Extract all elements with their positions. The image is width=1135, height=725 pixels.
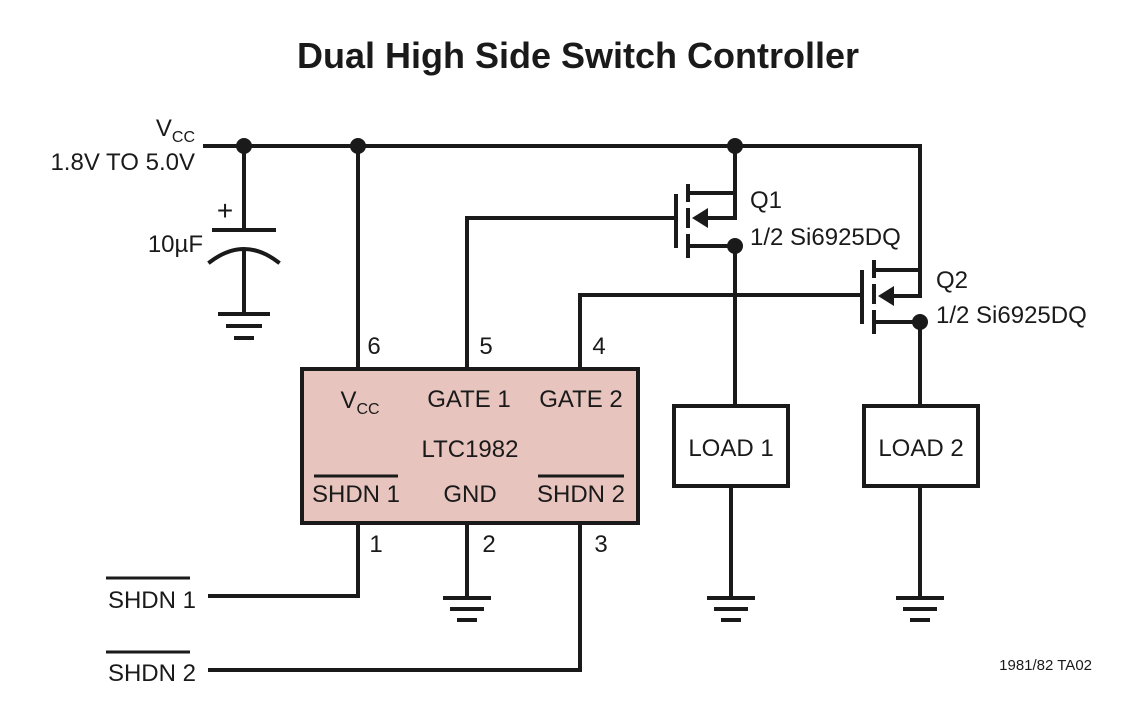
ic-gnd-ground: [443, 521, 491, 622]
ic-pin-gate1-label: GATE 1: [427, 386, 511, 413]
capacitor-plus-label: +: [217, 195, 233, 226]
pin-number-5: 5: [479, 333, 492, 360]
pin-number-4: 4: [592, 333, 605, 360]
ic-pin-shdn1-label: SHDN 1: [312, 481, 400, 508]
diagram-title: Dual High Side Switch Controller: [297, 35, 859, 76]
mosfet-q1: [674, 144, 743, 258]
pin-number-6: 6: [367, 333, 380, 360]
mosfet-q2: [860, 260, 928, 334]
figure-id: 1981/82 TA02: [999, 657, 1092, 674]
wire-gate1: [465, 216, 678, 371]
pin-number-3: 3: [594, 531, 607, 558]
ic-name: LTC1982: [422, 436, 519, 463]
load2-label: LOAD 2: [878, 435, 963, 462]
q2-ref-label: Q2: [936, 267, 968, 294]
wire-gate2: [578, 293, 864, 371]
shdn2-input-label: SHDN 2: [108, 660, 196, 687]
q1-part-label: 1/2 Si6925DQ: [750, 224, 901, 251]
load1-ground: [707, 484, 755, 622]
ic-pin-shdn2-label: SHDN 2: [537, 481, 625, 508]
ic-pin-gnd-label: GND: [443, 481, 496, 508]
q1-ref-label: Q1: [750, 187, 782, 214]
pin-number-2: 2: [482, 531, 495, 558]
shdn1-input-label: SHDN 1: [108, 587, 196, 614]
q2-part-label: 1/2 Si6925DQ: [936, 302, 1087, 329]
capacitor-10uf: [207, 144, 281, 340]
ic-pin-gate2-label: GATE 2: [539, 386, 623, 413]
ic-body: [300, 367, 640, 525]
vcc-range-label: 1.8V TO 5.0V: [50, 149, 195, 176]
load1-label: LOAD 1: [688, 435, 773, 462]
capacitor-value-label: 10µF: [148, 231, 203, 258]
load1-box: [672, 404, 790, 488]
pin-number-1: 1: [369, 531, 382, 558]
load2-ground: [896, 484, 944, 622]
vcc-label: VCC: [156, 115, 195, 146]
wire-shdn2: [208, 521, 582, 672]
wire-shdn1: [208, 521, 360, 598]
ic-pin-vcc-label: VCC: [340, 387, 379, 418]
load2-box: [862, 404, 980, 488]
